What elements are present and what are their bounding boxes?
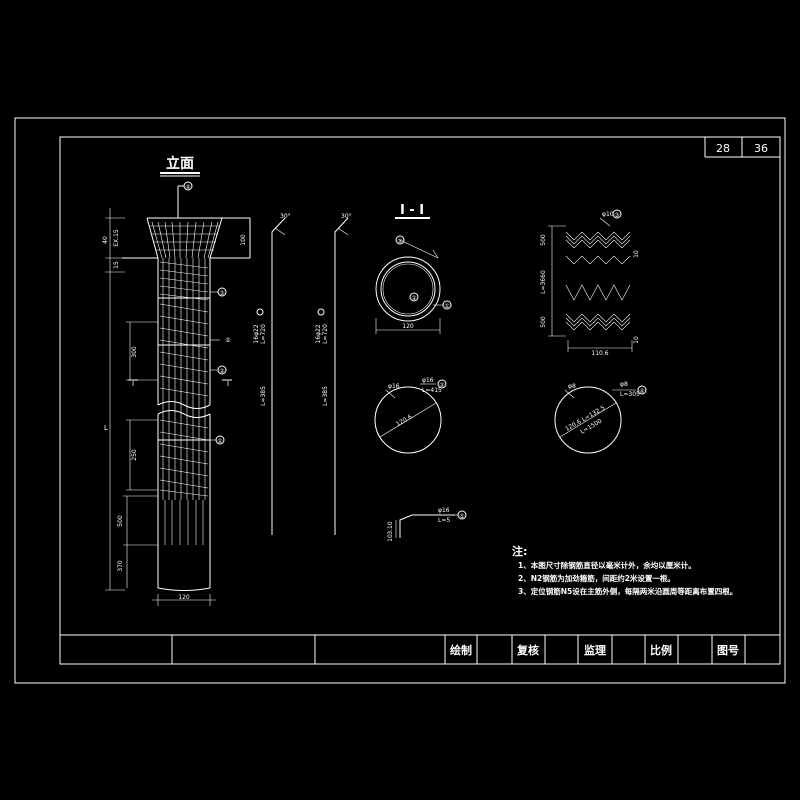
section-title: I - I xyxy=(400,203,424,218)
tb-supervised: 监理 xyxy=(584,643,606,657)
tb-checked: 复核 xyxy=(516,643,539,657)
ring-detail-2: φ16 φ16 L=415 ② 120.6 xyxy=(374,377,447,454)
dim-top-ex: EX.15 xyxy=(113,229,120,247)
ring4-spec: φ8 xyxy=(620,381,628,388)
hook-spec: φ16 xyxy=(438,507,450,514)
elevation-view: 立面 ④ xyxy=(102,155,251,606)
section-callout-3: ① xyxy=(444,303,449,310)
bar2-lower-length: L=385 xyxy=(322,386,329,406)
spiral-width: 110.6 xyxy=(591,350,608,357)
section-mark-right: I xyxy=(227,380,229,388)
hook-width: 3.10 xyxy=(387,521,394,535)
bar-detail-2: 30° 16φ22 L=720 L=385 xyxy=(315,213,352,535)
ring4-callout: ④ xyxy=(639,388,644,395)
bar2-length: L=720 xyxy=(322,324,329,344)
note-line-2: 2、N2钢筋为加劲箍筋，间距约2米设置一根。 xyxy=(518,574,675,583)
outer-frame xyxy=(14,117,786,684)
elevation-title: 立面 xyxy=(166,155,194,172)
spiral-callout: ③ xyxy=(614,212,619,219)
notes-title: 注: xyxy=(512,545,528,558)
bar1-spec: 16φ22 xyxy=(253,324,260,343)
hook-callout: ⑤ xyxy=(459,513,464,520)
section-mark-left: I xyxy=(132,380,134,388)
bar1-angle: 30° xyxy=(280,213,291,220)
hook-height: 10 xyxy=(387,534,394,542)
spiral-side-10a: 10 xyxy=(633,250,640,258)
ring2-dia: 120.6 xyxy=(395,413,414,428)
spiral-side-10b: 10 xyxy=(633,336,640,344)
spiral-spec: φ10 xyxy=(602,211,614,218)
spiral-top-dim: 500 xyxy=(540,234,547,246)
tb-scale: 比例 xyxy=(650,643,672,657)
section-view: I - I ① ② ① 120 xyxy=(375,203,452,334)
dim-300: 300 xyxy=(131,346,138,358)
ring4-label: φ8 xyxy=(568,383,576,390)
bar1-lower-length: L=385 xyxy=(260,386,267,406)
ring2-callout: ② xyxy=(439,382,445,389)
tb-drawing-no: 图号 xyxy=(717,644,739,657)
callout-1-elev: ① xyxy=(217,438,222,445)
hook-length: L=5 xyxy=(438,517,450,524)
dim-120: 120 xyxy=(178,594,190,601)
callout-5-elev: ⑤ xyxy=(225,337,230,344)
dim-370: 370 xyxy=(117,560,124,572)
tb-drawn: 绘制 xyxy=(450,643,472,657)
sheet-current: 28 xyxy=(716,142,730,155)
note-line-1: 1、本图尺寸除钢筋直径以毫米计外，余均以厘米计。 xyxy=(518,561,696,570)
callout-3-elev: ③ xyxy=(219,290,224,297)
ring2-label-16: φ16 xyxy=(388,383,400,390)
ring2-length: L=415 xyxy=(422,387,442,394)
section-callout-1: ① xyxy=(397,238,402,245)
ring-detail-4: φ8 φ8 L=305 ④ 120.6 L=132.5 L=1500 xyxy=(554,381,647,454)
spiral-detail: 500 L=3660 500 φ10 ③ 10 10 110.6 xyxy=(540,209,640,357)
note-line-3: 3、定位钢筋N5设在主筋外侧，每隔两米沿圆周等距离布置四根。 xyxy=(518,587,738,596)
dim-top-15: 15 xyxy=(113,261,120,269)
ring2-spec: φ16 xyxy=(422,377,434,384)
bar-detail-1: 30° 16φ22 L=720 L=385 xyxy=(253,213,291,535)
section-callout-2: ② xyxy=(411,295,417,302)
callout-4-top: ④ xyxy=(185,184,190,191)
spiral-length: L=3660 xyxy=(540,270,547,294)
ring4-length: L=305 xyxy=(620,391,640,398)
hook-detail: 3.10 10 φ16 L=5 ⑤ xyxy=(387,507,467,542)
bar1-length: L=720 xyxy=(260,324,267,344)
spiral-bottom-dim: 500 xyxy=(540,316,547,328)
bar2-spec: 16φ22 xyxy=(315,324,322,343)
dim-top-40: 40 xyxy=(102,236,109,244)
inner-frame xyxy=(59,136,781,665)
dim-250: 250 xyxy=(131,449,138,461)
dim-500: 500 xyxy=(117,515,124,527)
dim-top-100: 100 xyxy=(240,234,247,246)
section-dim-120: 120 xyxy=(402,323,414,330)
bar2-angle: 30° xyxy=(341,213,352,220)
dim-bar-L: L xyxy=(104,424,108,432)
callout-2-elev: ② xyxy=(219,368,225,375)
sheet-total: 36 xyxy=(754,142,768,155)
